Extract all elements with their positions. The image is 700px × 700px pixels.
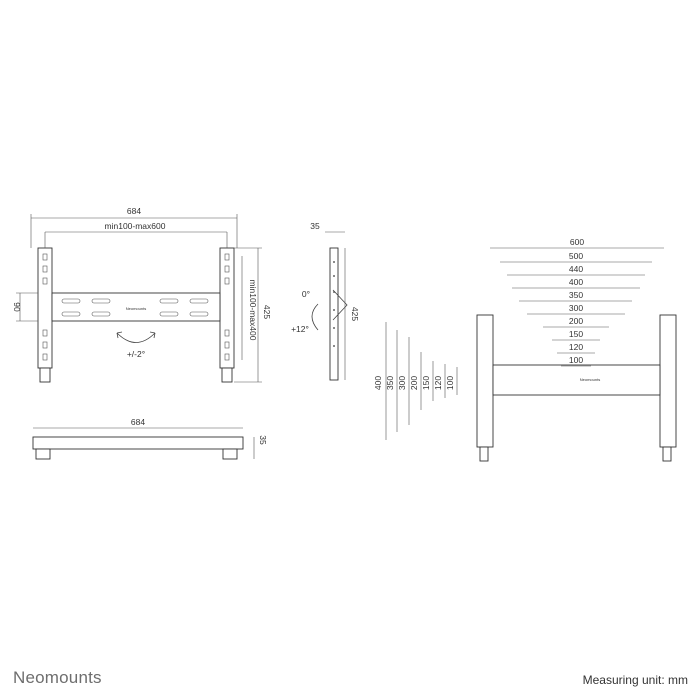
front-tilt-arrow-left (116, 331, 123, 339)
vesa-v-150-label: 150 (421, 376, 431, 390)
front-height-range-label: min100-max400 (248, 280, 258, 341)
vesa-h-120-label: 120 (569, 342, 583, 352)
front-wall-plate (51, 292, 221, 322)
vesa-h-300-label: 300 (569, 303, 583, 313)
top-view-left-bracket (35, 448, 51, 460)
vesa-v-200-label: 200 (409, 376, 419, 390)
front-left-rail-holes (42, 253, 48, 361)
side-view-tilt-arm (332, 289, 348, 321)
vesa-h-100-label: 100 (569, 355, 583, 365)
vesa-v-350-label: 350 (385, 376, 395, 390)
side-angle-max-label: +12° (291, 324, 309, 334)
front-tilt-label: +/-2° (127, 349, 145, 359)
vesa-left-foot (479, 446, 489, 462)
vesa-h-150-label: 150 (569, 329, 583, 339)
front-range-label: min100-max600 (105, 221, 166, 231)
front-plate-slots (61, 298, 209, 317)
side-angle-min-label: 0° (302, 289, 310, 299)
vesa-right-foot (662, 446, 672, 462)
side-view-holes (333, 261, 335, 347)
side-view: 0° +12° 35 425 (291, 221, 360, 381)
vesa-v-100-label: 100 (445, 376, 455, 390)
top-depth-label: 35 (258, 435, 268, 445)
front-right-rail-holes (224, 253, 230, 361)
vesa-h-500-label: 500 (569, 251, 583, 261)
vesa-v-400-label: 400 (373, 376, 383, 390)
vesa-view: Neomounts 600 500 440 400 350 300 200 15… (373, 237, 677, 462)
vesa-v-120-label: 120 (433, 376, 443, 390)
front-plate-logo: Neomounts (126, 306, 146, 311)
vesa-h-440-label: 440 (569, 264, 583, 274)
top-view: 684 35 (32, 417, 268, 460)
vesa-h-350-label: 350 (569, 290, 583, 300)
vesa-left-rail (476, 314, 494, 448)
front-tilt-arrow-right (149, 331, 156, 339)
top-view-right-bracket (222, 448, 238, 460)
front-width-label: 684 (127, 206, 141, 216)
side-view-bracket (329, 247, 339, 381)
side-view-tilt-arc (311, 303, 319, 331)
front-left-foot (39, 367, 51, 383)
vesa-right-rail (659, 314, 677, 448)
vesa-vertical-dimensions (385, 322, 458, 440)
brand-logo: Neomounts (13, 668, 102, 687)
vesa-wall-plate (492, 364, 661, 396)
front-height-label: 425 (262, 305, 272, 319)
vesa-plate-logo: Neomounts (580, 377, 600, 382)
vesa-h-200-label: 200 (569, 316, 583, 326)
front-view: Neomounts +/-2° 684 min100-max600 425 mi… (12, 206, 272, 383)
vesa-h-600-label: 600 (570, 237, 584, 247)
top-width-label: 684 (131, 417, 145, 427)
front-right-foot (221, 367, 233, 383)
front-offset-label: 90 (12, 302, 22, 312)
top-view-plate (32, 436, 244, 450)
side-depth-label: 35 (310, 221, 320, 231)
vesa-v-300-label: 300 (397, 376, 407, 390)
vesa-horizontal-dimensions (490, 247, 664, 367)
vesa-h-400-label: 400 (569, 277, 583, 287)
side-height-label: 425 (350, 307, 360, 321)
measuring-unit-label: Measuring unit: mm (582, 673, 688, 687)
front-tilt-arc (116, 332, 156, 343)
